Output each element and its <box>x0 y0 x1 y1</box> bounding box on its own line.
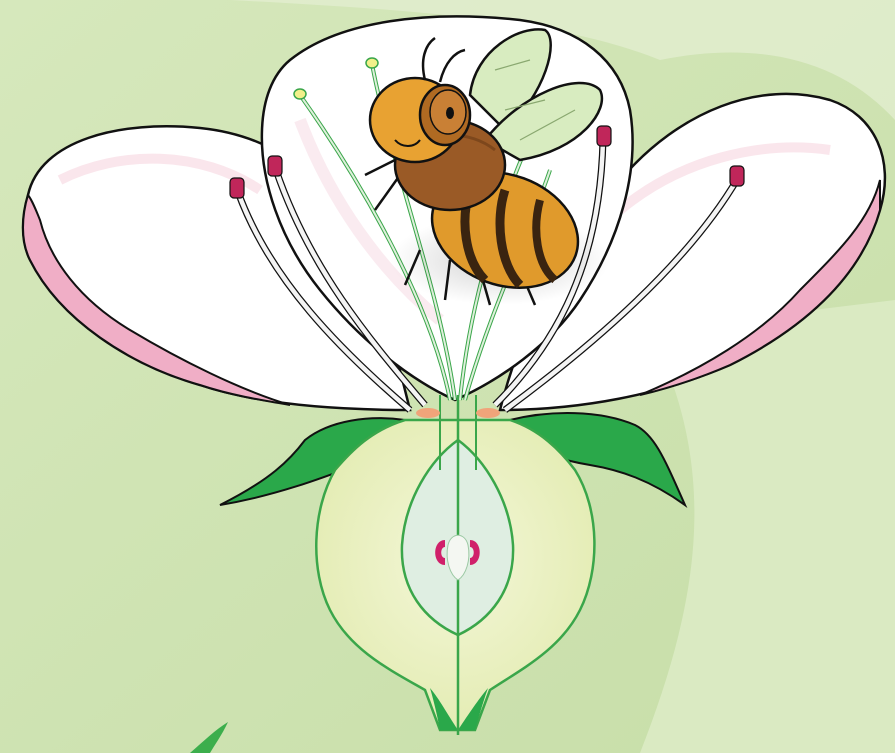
flower-cross-section-svg <box>0 0 895 753</box>
flower-diagram <box>0 0 895 753</box>
